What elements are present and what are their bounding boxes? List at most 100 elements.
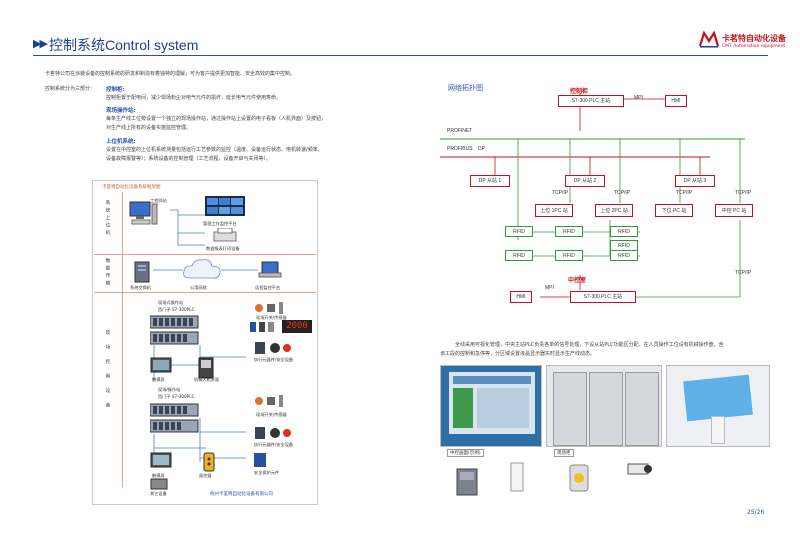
tcpip-label: TCP/IP (735, 190, 752, 196)
industrial-pc-icon (456, 468, 478, 496)
band-label-host: 系统上位机 (105, 200, 110, 238)
security-camera-icon (627, 463, 652, 475)
page-number: 25/26 (747, 509, 765, 516)
plc-main-station-bottom: S7-300 PLC 主站 (570, 291, 636, 303)
sensor-icon (255, 302, 283, 314)
rfid-node: RFID (610, 250, 638, 261)
control-cabinet-label: 控制柜 (570, 88, 589, 95)
robot-interface-icon (198, 357, 214, 379)
remote-controller-icon (203, 452, 215, 472)
logo-chinese-name: 卡茗特自动化设备 (722, 34, 786, 43)
section-text: 控制柜置于配电间，减少现场粉尘对电气元件的损坏，延长电气元件使用寿命。 (106, 95, 282, 101)
intro-line-1: 卡茗特公司在涂装设备的控制系统的研发和制造有着独特的理解，可为客户提供更加智能、… (45, 71, 296, 77)
central-room-label: 中控室 (568, 277, 587, 284)
section-heading-cabinet: 控制柜: (106, 87, 125, 93)
switches-icon (250, 322, 274, 332)
other-device-icon (150, 478, 168, 490)
sensor-light-curtain-icon (510, 462, 524, 492)
section-text: 设备故障报警等）；系统设备的控制管理（工艺流程、设备开启与关闭等）。 (106, 156, 272, 162)
plc2-label-b: 西门子 S7-300PLC (158, 394, 195, 399)
sensors2-label: 现场开关/传感器 (256, 412, 287, 417)
system-framework-diagram (92, 180, 318, 505)
host-pc-1: 上位 1PC 站 (535, 204, 573, 217)
network-title: 网络拓扑图 (448, 84, 483, 92)
band-label-field: 现场控制设备 (105, 330, 110, 417)
actuator-icon (255, 427, 291, 439)
touchscreen-icon (150, 452, 172, 468)
cloud-icon (183, 259, 221, 279)
mpi-label-bottom: MPI (545, 285, 554, 291)
plc1-label-b: 西门子 S7-300PLC (158, 307, 195, 312)
hmi-label: 触摸屏 (152, 377, 165, 382)
tcpip-label: TCP/IP (614, 190, 631, 196)
section-text: 每条生产线工位旁设置一个独立的现场操作站，通过操作站上设置的电子看板（人机界面）… (106, 116, 327, 122)
host-pc-2: 上位 2PC 站 (595, 204, 633, 217)
band-divider (122, 192, 123, 487)
plc-main-station-top: S7-300 PLC 主站 (558, 95, 624, 107)
framework-diagram-footer: 杭州卡茗特自动化设备有限公司 (210, 492, 273, 497)
printer-icon (213, 228, 237, 242)
dp-slave-2: DP 从站 2 (565, 175, 605, 187)
plc-rack-icon (150, 403, 199, 433)
description-line-1: 全线采用可视化管理，中央主站PLC负责各单的信号处理，下设从站PLC功能区分配，… (455, 342, 724, 348)
profibus-label: PROFIBUS (447, 146, 473, 152)
band-divider (94, 292, 316, 293)
framework-diagram-title: 卡茗特自动化设备系统框架图 (102, 185, 161, 190)
photo-caption-2: 现场柜 (554, 449, 574, 457)
title-arrows: ▶▶ (33, 37, 48, 50)
field2-connectors (153, 418, 246, 462)
hmi-bottom: HMI (510, 291, 532, 303)
network-topology-lines (440, 93, 745, 298)
sensors1-label: 现场开关/传感器 (256, 315, 287, 320)
tcpip-label: TCP/IP (735, 270, 752, 276)
plc2-label-a: 现场/操作站 (158, 387, 181, 392)
plc-rack-icon (150, 315, 199, 345)
section-text: 设置在中控室的上位机系统测量包括运行工艺参数的监控（温度、设备运行状态、电机转速… (106, 147, 323, 153)
rfid-node: RFID (505, 226, 533, 237)
profinet-label: PROFINET (447, 128, 473, 134)
safety-device-icon (254, 453, 266, 467)
band-label-transfer: 数据传输 (105, 258, 110, 288)
tcpip-label: TCP/IP (676, 190, 693, 196)
hmi-panel-icon (150, 357, 172, 373)
remote-ctrl-label: 遥控器 (199, 473, 212, 478)
band-divider (94, 254, 316, 255)
switch-label: 系统交换机 (130, 285, 151, 290)
kiosk-photo (666, 365, 770, 447)
safety-label: 安全保护元件 (254, 470, 280, 475)
tcpip-label: TCP/IP (552, 190, 569, 196)
internet-label: 公用网络 (190, 285, 207, 290)
header-rule (33, 55, 768, 56)
actuator-icon (255, 342, 291, 354)
monitor-wall-icon (205, 196, 245, 216)
section-heading-host: 上位机系统: (106, 139, 136, 145)
other-label: 其它设备 (150, 491, 167, 496)
intro-line-2: 控制系统分为三部分： (45, 86, 96, 92)
photo-caption-1: 中控画面(示例) (447, 449, 484, 457)
rfid-node: RFID (555, 250, 583, 261)
panel-label: 触摸屏 (152, 473, 165, 478)
actuators1-label: 执行元器件/安全设备 (254, 357, 294, 362)
cabinet-photo (546, 365, 662, 447)
central-pc: 中控 PC 站 (715, 204, 753, 217)
lower-pc: 下位 PC 站 (655, 204, 693, 217)
description-line-2: 该工段的控制和急停等，分区域设置液晶显示器实时显示生产线动态。 (440, 351, 596, 357)
laptop-icon (258, 261, 282, 278)
mpi-label-top: MPI (634, 95, 643, 101)
sensor-icon (255, 395, 283, 407)
section-heading-station: 现场操作站: (106, 108, 136, 114)
dp-label: DP (478, 146, 485, 152)
printer-label: 数据报表打印设备 (206, 246, 240, 251)
robot-label: 机械人机界面 (194, 377, 220, 382)
actuators2-label: 执行元器件/安全设备 (254, 442, 294, 447)
dp-slave-3: DP 从站 3 (675, 175, 715, 187)
section-text: 对生产线上所有的设备实施监控管理。 (106, 125, 192, 131)
digital-display: 2000 (282, 320, 312, 333)
rfid-node: RFID (505, 250, 533, 261)
switch-icon (134, 261, 150, 283)
scanner-icon (569, 464, 589, 492)
transfer-connectors (153, 269, 258, 271)
engineer-label: 工程师站 (150, 198, 167, 203)
engineer-workstation-icon (129, 201, 158, 225)
host-connectors (170, 209, 205, 246)
